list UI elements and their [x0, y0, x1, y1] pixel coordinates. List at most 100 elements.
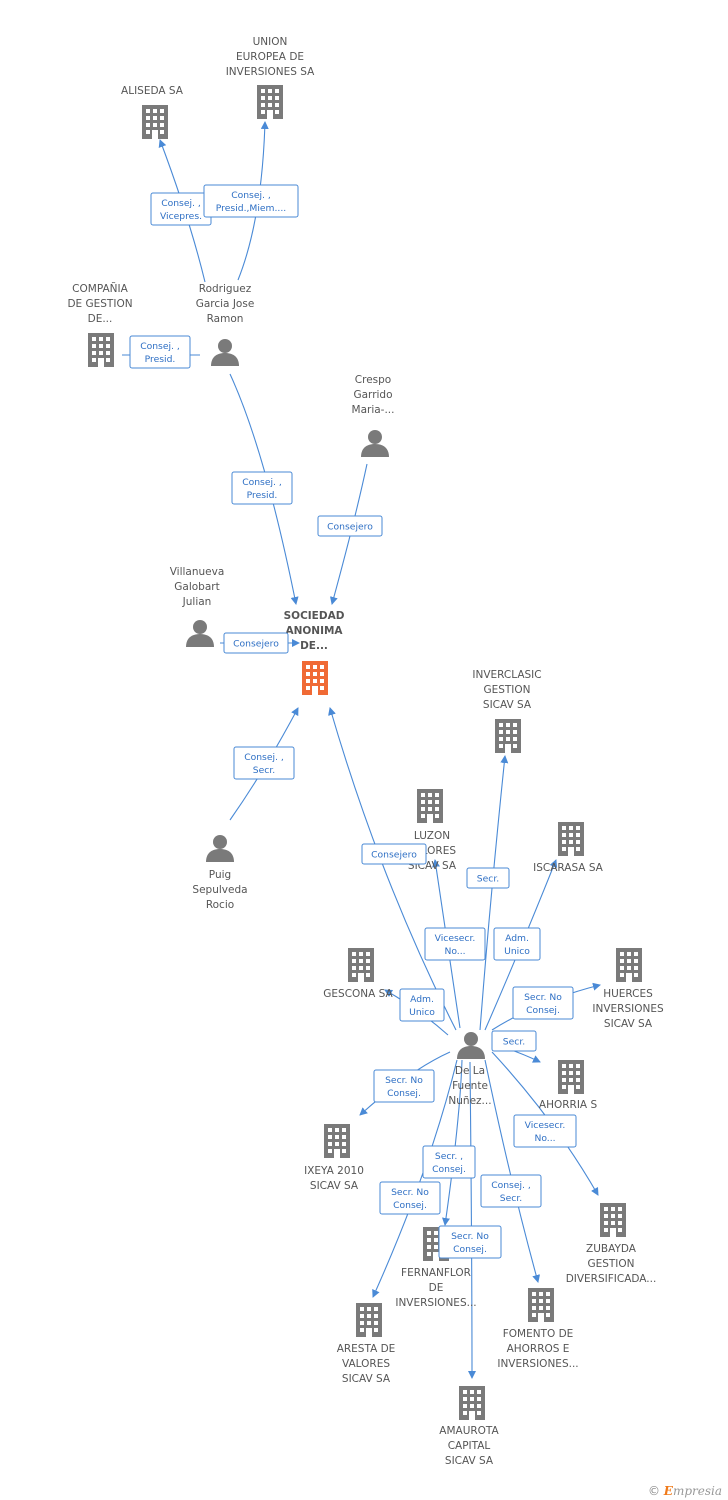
relation-label-delafuente-to-fomento[interactable]: Consej. ,Secr.: [480, 1174, 542, 1208]
relation-label-delafuente-to-inverclasic[interactable]: Secr.: [466, 867, 510, 889]
building-icon: [558, 1060, 584, 1094]
node-gescona[interactable]: GESCONA SA: [323, 948, 394, 1000]
relation-label-rodriguez-to-compania[interactable]: Consej. , Presid.: [129, 335, 191, 369]
node-label: Sepulveda: [192, 884, 247, 896]
building-icon: [356, 1303, 382, 1337]
relation-label-text: Secr. No: [524, 992, 562, 1003]
relation-label-text: Presid.: [247, 490, 278, 501]
node-aliseda[interactable]: ALISEDA SA: [121, 85, 184, 139]
node-label: FERNANFLOR: [401, 1267, 471, 1279]
building-icon: [417, 789, 443, 823]
relation-label-text: Adm.: [410, 994, 434, 1005]
node-label: GESTION: [483, 684, 530, 696]
building-icon: [528, 1288, 554, 1322]
node-label: SICAV SA: [483, 699, 532, 711]
node-label: SICAV SA: [310, 1180, 359, 1192]
node-label: HUERCES: [603, 988, 653, 1000]
node-label: ANONIMA: [285, 625, 343, 637]
node-label: Garrido: [353, 389, 392, 401]
relation-label-rodriguez-to-aliseda[interactable]: Consej. ,Vicepres.: [150, 192, 212, 226]
node-union[interactable]: UNION EUROPEA DE INVERSIONES SA: [226, 36, 315, 119]
person-icon: [186, 620, 214, 647]
relation-label-crespo-to-main[interactable]: Consejero: [317, 515, 383, 537]
node-label: SOCIEDAD: [284, 610, 345, 622]
relation-label-rodriguez-to-union[interactable]: Consej. ,Presid.,Miem....: [203, 184, 299, 218]
relation-label-text: Secr.: [500, 1193, 522, 1204]
node-fernanflor[interactable]: FERNANFLORDEINVERSIONES...: [395, 1227, 477, 1309]
relation-label-delafuente-to-gescona[interactable]: Adm.Unico: [399, 988, 445, 1022]
relation-label-delafuente-to-ahorria[interactable]: Secr.: [491, 1030, 537, 1052]
relation-label-rodriguez-to-main[interactable]: Consej. ,Presid.: [231, 471, 293, 505]
node-label: ARESTA DE: [337, 1343, 396, 1355]
relation-label-text: Presid.: [145, 354, 176, 365]
relation-label-box: [493, 927, 541, 961]
building-icon: [257, 85, 283, 119]
edge-delafuente-to-inverclasic: [479, 755, 509, 1031]
node-label: Fuente: [452, 1080, 488, 1092]
relation-label-villanueva-to-main[interactable]: Consejero: [223, 632, 289, 654]
node-label: SICAV SA: [604, 1018, 653, 1030]
relation-label-text: Consej.: [453, 1244, 487, 1255]
relation-label-box: [513, 1114, 577, 1148]
node-label: FOMENTO DE: [503, 1328, 574, 1340]
node-label: INVERCLASIC: [472, 669, 541, 681]
node-label: INVERSIONES SA: [226, 66, 315, 78]
node-inverclasic[interactable]: INVERCLASIC GESTION SICAV SA: [472, 669, 542, 753]
node-label: Julian: [182, 596, 212, 608]
relation-label-box: [424, 927, 486, 961]
copyright-symbol: ©: [647, 1484, 660, 1498]
relation-label-box: [231, 471, 293, 505]
node-label: INVERSIONES...: [395, 1297, 476, 1309]
relation-label-box: [373, 1069, 435, 1103]
relation-label-text: Consejero: [233, 639, 279, 650]
node-label: INVERSIONES...: [497, 1358, 578, 1370]
node-label: DE...: [300, 640, 328, 652]
relation-label-delafuente-to-iscarasa[interactable]: Adm.Unico: [493, 927, 541, 961]
node-label: ZUBAYDA: [586, 1243, 637, 1255]
relation-label-text: Secr. ,: [435, 1151, 463, 1162]
node-label: EUROPEA DE: [236, 51, 304, 63]
relation-label-delafuente-to-luzon[interactable]: Vicesecr.No...: [424, 927, 486, 961]
relation-labels-layer: Consej. ,Vicepres.Consej. ,Presid.,Miem.…: [129, 184, 577, 1259]
empresia-logo[interactable]: Empresia: [663, 1484, 722, 1498]
building-icon: [600, 1203, 626, 1237]
relation-label-text: Consej. ,: [140, 341, 180, 352]
relation-label-text: Secr. No: [391, 1187, 429, 1198]
node-label: LUZON: [414, 830, 450, 842]
node-iscarasa[interactable]: ISCARASA SA: [533, 822, 604, 874]
person-icon: [361, 430, 389, 457]
node-zubayda[interactable]: ZUBAYDAGESTIONDIVERSIFICADA...: [566, 1203, 657, 1285]
node-label: SICAV SA: [445, 1455, 494, 1467]
node-crespo[interactable]: CrespoGarridoMaria-...: [352, 374, 395, 457]
node-delafuente[interactable]: De LaFuenteNuñez...: [448, 1032, 492, 1107]
relation-label-puig-to-main[interactable]: Consej. ,Secr.: [233, 746, 295, 780]
relation-label-text: Secr.: [477, 874, 499, 885]
relation-label-delafuente-to-zubayda[interactable]: Vicesecr.No...: [513, 1114, 577, 1148]
node-label: UNION: [253, 36, 288, 48]
relation-label-box: [438, 1225, 502, 1259]
person-icon: [206, 835, 234, 862]
relation-label-delafuente-to-fernanflor[interactable]: Secr. , Consej.: [422, 1145, 476, 1179]
building-icon: [324, 1124, 350, 1158]
relation-label-box: [233, 746, 295, 780]
relation-label-delafuente-to-main[interactable]: Consejero: [361, 843, 427, 865]
building-icon: [558, 822, 584, 856]
node-main[interactable]: SOCIEDAD ANONIMA DE...: [284, 610, 345, 695]
building-icon: [88, 333, 114, 367]
relation-label-text: Consej.: [432, 1164, 466, 1175]
relation-label-text: Adm.: [505, 933, 529, 944]
